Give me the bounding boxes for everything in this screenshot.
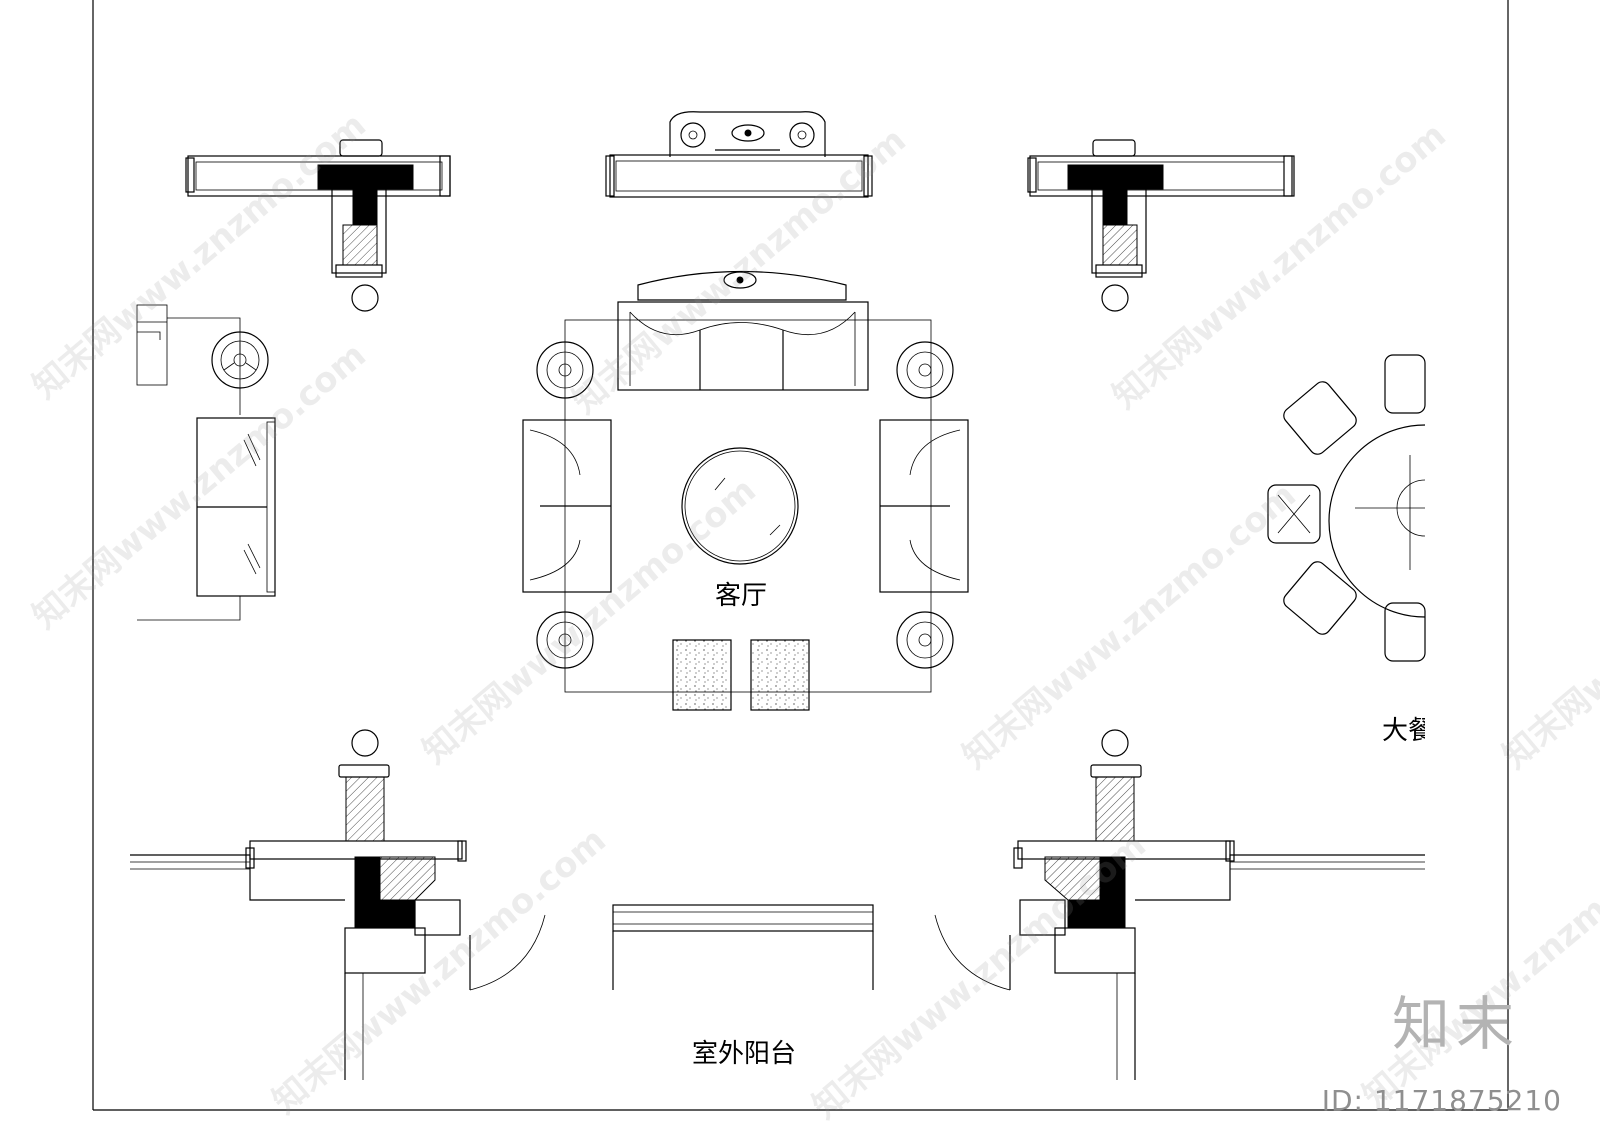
balcony-doors xyxy=(469,904,1011,991)
tv-cabinet xyxy=(605,111,873,198)
label-living-room: 客厅 xyxy=(715,581,768,611)
drawing-frame xyxy=(92,0,1509,1111)
living-room-sofa-set xyxy=(522,270,969,711)
side-table-tr xyxy=(896,341,954,399)
column-top-right xyxy=(1027,139,1295,312)
label-dining-room-partial: 大餐 xyxy=(1382,716,1425,746)
left-side-furniture xyxy=(136,304,276,621)
column-bottom-left xyxy=(130,729,467,1080)
column-top-left xyxy=(185,139,451,312)
image-id: ID: 1171875210 xyxy=(1321,1084,1562,1117)
side-table-bl xyxy=(536,611,594,669)
brand-logo: 知末 xyxy=(1391,990,1520,1058)
dining-table-partial xyxy=(1267,354,1426,662)
side-table-br xyxy=(896,611,954,669)
label-outdoor-balcony: 室外阳台 xyxy=(692,1039,797,1069)
column-bottom-right xyxy=(1013,729,1425,1080)
side-table-tl xyxy=(536,341,594,399)
